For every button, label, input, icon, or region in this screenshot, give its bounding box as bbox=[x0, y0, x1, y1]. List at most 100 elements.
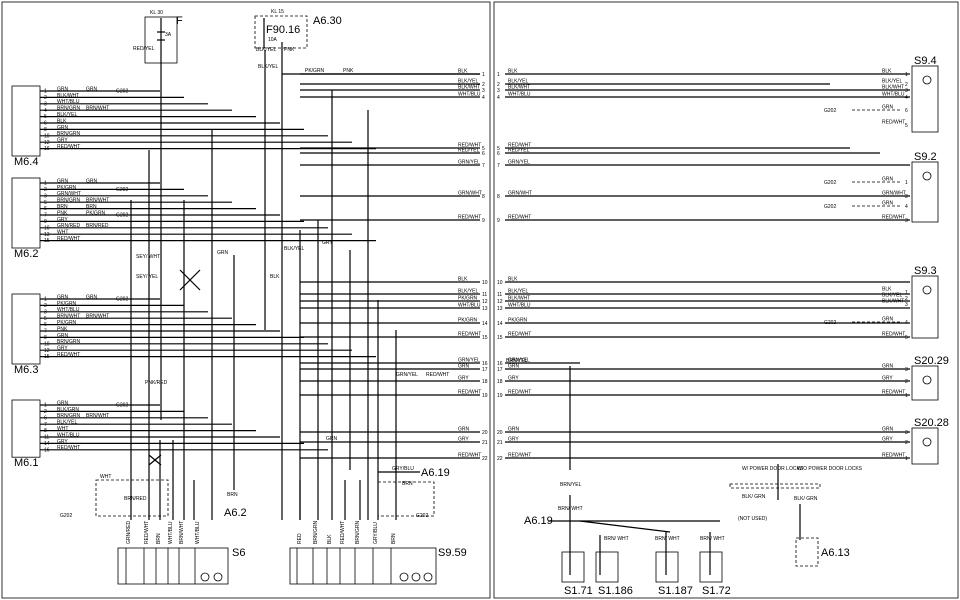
junction-wire-color: BLK bbox=[458, 69, 468, 75]
switch-pin-num: 3 bbox=[905, 88, 908, 94]
bottom-switch-label: S1.187 bbox=[658, 585, 693, 597]
right-pin-num: 5 bbox=[497, 146, 500, 152]
module-pin-num: 5 bbox=[44, 200, 47, 206]
module-pin-num: 1 bbox=[44, 181, 47, 187]
right-wire-color: WHT/BLU bbox=[508, 92, 531, 98]
junction-wire-color: RED/WHT bbox=[458, 143, 481, 149]
junction-pin-num: 22 bbox=[482, 456, 488, 462]
module-pin-num: 9 bbox=[44, 219, 47, 225]
module-wire-color: BRN/WHT bbox=[57, 314, 80, 320]
right-wire-color: BLK/YEL bbox=[508, 289, 529, 295]
module-wire-color: GRN bbox=[57, 178, 69, 184]
module-name: M6.3 bbox=[14, 364, 38, 376]
junction-wire-color: GRN/YEL bbox=[458, 160, 480, 166]
right-pin-num: 11 bbox=[497, 292, 502, 298]
switch-box bbox=[911, 275, 939, 339]
junction-pin-num: 21 bbox=[482, 440, 488, 446]
right-wire-color: RED/WHT bbox=[508, 332, 531, 338]
bottom-switch-box bbox=[699, 551, 723, 583]
switch-s6: S6 bbox=[117, 547, 245, 585]
right-brn-wht-b: BRN/ WHT bbox=[604, 536, 629, 542]
a619-label-right: A6.19 bbox=[524, 515, 553, 527]
f90-label: F90.16 bbox=[266, 24, 300, 36]
not-used: (NOT USED) bbox=[738, 516, 767, 522]
right-pin-num: 9 bbox=[497, 218, 500, 224]
module-wire-color: PNK bbox=[57, 210, 68, 216]
right-brn-yel2: BRN/YEL bbox=[560, 482, 582, 488]
label-brn-vl: BRN bbox=[227, 492, 238, 498]
right-wire-color: GRN/WHT bbox=[508, 191, 532, 197]
module-pin-num: 12 bbox=[44, 140, 50, 146]
module-box bbox=[11, 85, 41, 157]
module-wire-color: WHT bbox=[57, 426, 68, 432]
junction-pin-num: 20 bbox=[482, 430, 488, 436]
right-wire-color: GRN bbox=[508, 427, 520, 433]
right-pin-num: 13 bbox=[497, 306, 503, 312]
mid-labels: SEY/ WHT SEY/ YEL GRN GRY BLK/YEL BLK PN… bbox=[60, 240, 450, 519]
module-wire-ext: BRN/RED bbox=[86, 223, 109, 229]
module-pin-num: 7 bbox=[44, 213, 47, 219]
right-pin-num: 1 bbox=[497, 72, 500, 78]
label-grn-a: GRN bbox=[217, 250, 229, 256]
module-box bbox=[11, 399, 41, 458]
s6-label: S6 bbox=[232, 547, 245, 559]
s959-wire: BLK bbox=[327, 534, 333, 544]
module-wire-color: GRY bbox=[57, 346, 68, 352]
switch-wire-color: RED/WHT bbox=[882, 215, 905, 221]
right-wire-color: RED/WHT bbox=[508, 143, 531, 149]
junction-pin-num: 15 bbox=[482, 335, 488, 341]
door-lock-2: W/O POWER DOOR LOCKS bbox=[797, 466, 863, 472]
module-pin-num: 8 bbox=[44, 127, 47, 133]
module-wire-color: GRN bbox=[57, 86, 69, 92]
switch-wire-color: GRN bbox=[882, 177, 894, 183]
switch-pin-num: 3 bbox=[905, 302, 908, 308]
junction-wire-color: BLK/YEL bbox=[458, 289, 479, 295]
label-blk: BLK bbox=[270, 274, 280, 280]
switch-pin-num: 1 bbox=[905, 180, 908, 186]
switch-wire-color: BLK bbox=[882, 69, 892, 75]
fuse-f-rating: 3A bbox=[165, 32, 172, 38]
right-pin-num: 12 bbox=[497, 299, 503, 305]
right-sheet-frame bbox=[493, 1, 959, 599]
right-wire-color: RED/WHT bbox=[508, 390, 531, 396]
module-wire-ext: BRN bbox=[86, 204, 97, 210]
junction-pin-num: 14 bbox=[482, 321, 488, 327]
switch-wire-color: RED/WHT bbox=[882, 332, 905, 338]
f90-wire1: BLK/YEL bbox=[256, 47, 277, 53]
junction-wire-color: GRY bbox=[458, 437, 469, 443]
right-switches: S9.4BLK1BLK/YEL2BLK/WHT3WHT/BLU4GRN6G202… bbox=[824, 55, 949, 465]
module-box bbox=[11, 177, 41, 249]
right-pin-num: 21 bbox=[497, 440, 503, 446]
junction-wire-color: GRY bbox=[458, 376, 469, 382]
switch-lamp bbox=[922, 437, 932, 447]
a619-label-left: A6.19 bbox=[421, 467, 450, 479]
module-wire-color: WHT/BLU bbox=[57, 307, 80, 313]
right-pin-num: 22 bbox=[497, 456, 503, 462]
module-wire-color: WHT/BLU bbox=[57, 432, 80, 438]
door-lock-1: W/ POWER DOOR LOCKS bbox=[742, 466, 804, 472]
pkgrn-label: PK/GRN bbox=[305, 68, 325, 74]
junction-wire-color: RED/WHT bbox=[458, 453, 481, 459]
label-seywht: SEY/ WHT bbox=[136, 254, 160, 260]
module-wire-ext: BRN/WHT bbox=[86, 314, 109, 320]
right-wire-color: PK/GRN bbox=[508, 318, 528, 324]
module-wire-color: RED/WHT bbox=[57, 144, 80, 150]
switch-pin-num: 3 bbox=[905, 367, 908, 373]
switch-wire-color: GRN bbox=[882, 364, 894, 370]
right-wire-color: GRN bbox=[508, 364, 520, 370]
switch-pin-num: 5 bbox=[905, 123, 908, 129]
junction-pin-num: 16 bbox=[482, 361, 488, 367]
module-wire-color: BLK/YEL bbox=[57, 112, 78, 118]
junction-pin-num: 18 bbox=[482, 379, 488, 385]
left-sheet-frame bbox=[1, 1, 491, 599]
right-pin-num: 2 bbox=[497, 82, 500, 88]
right-wire-color: BLK bbox=[508, 277, 518, 283]
fuse-f: KL 30 F 3A RED/YEL bbox=[133, 10, 183, 64]
right-wire-color: RED/WHT bbox=[508, 215, 531, 221]
s959-wire: RED/WHT bbox=[340, 521, 346, 544]
right-wire-color: GRN/YEL bbox=[508, 358, 530, 364]
module-name: M6.4 bbox=[14, 156, 38, 168]
module-wire-ext: GRN bbox=[86, 178, 98, 184]
module-wire-color: WHT bbox=[57, 230, 68, 236]
right-pin-num: 3 bbox=[497, 88, 500, 94]
